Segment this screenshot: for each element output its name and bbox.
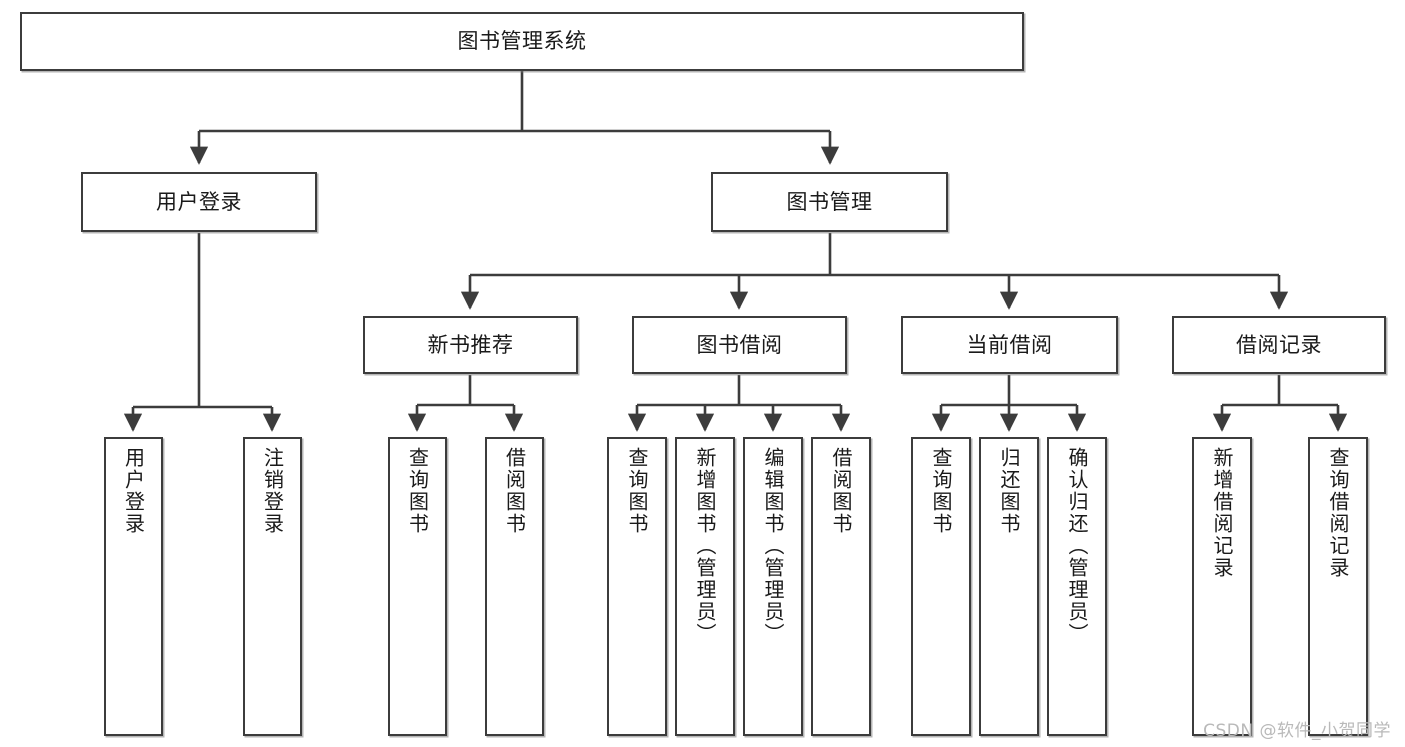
leaf-recommend-query-book[interactable]: 查询图书 [388, 437, 447, 736]
leaf-record-query-record-label: 查询借阅记录 [1326, 447, 1350, 579]
leaf-current-return-book[interactable]: 归还图书 [979, 437, 1039, 736]
node-current-borrow[interactable]: 当前借阅 [901, 316, 1118, 374]
node-user-login-label: 用户登录 [156, 189, 242, 214]
leaf-current-return-book-label: 归还图书 [997, 447, 1021, 535]
leaf-user-logout[interactable]: 注销登录 [243, 437, 302, 736]
leaf-recommend-borrow-book[interactable]: 借阅图书 [485, 437, 544, 736]
leaf-borrow-borrow-book[interactable]: 借阅图书 [811, 437, 871, 736]
leaf-user-logout-label: 注销登录 [260, 447, 285, 535]
leaf-borrow-edit-book-label: 编辑图书（管理员） [761, 447, 785, 645]
node-borrow-record[interactable]: 借阅记录 [1172, 316, 1386, 374]
leaf-record-query-record[interactable]: 查询借阅记录 [1308, 437, 1368, 736]
leaf-borrow-borrow-book-label: 借阅图书 [829, 447, 853, 535]
leaf-current-query-book[interactable]: 查询图书 [911, 437, 971, 736]
node-root[interactable]: 图书管理系统 [20, 12, 1024, 71]
leaf-borrow-query-book-label: 查询图书 [625, 447, 649, 535]
node-book-borrow[interactable]: 图书借阅 [632, 316, 847, 374]
leaf-recommend-borrow-book-label: 借阅图书 [502, 447, 527, 535]
node-new-book-recommend-label: 新书推荐 [427, 332, 514, 357]
node-root-label: 图书管理系统 [457, 29, 587, 54]
node-new-book-recommend[interactable]: 新书推荐 [363, 316, 578, 374]
csdn-watermark: CSDN @软件_小贺同学 [1203, 721, 1391, 741]
leaf-recommend-query-book-label: 查询图书 [405, 447, 430, 535]
leaf-record-add-record-label: 新增借阅记录 [1210, 447, 1234, 579]
node-current-borrow-label: 当前借阅 [966, 332, 1053, 357]
leaf-current-query-book-label: 查询图书 [929, 447, 953, 535]
leaf-user-login-label: 用户登录 [121, 447, 146, 535]
leaf-borrow-query-book[interactable]: 查询图书 [607, 437, 667, 736]
node-user-login[interactable]: 用户登录 [81, 172, 317, 232]
leaf-borrow-add-book-label: 新增图书（管理员） [693, 447, 717, 645]
leaf-borrow-add-book[interactable]: 新增图书（管理员） [675, 437, 735, 736]
leaf-borrow-edit-book[interactable]: 编辑图书（管理员） [743, 437, 803, 736]
node-borrow-record-label: 借阅记录 [1236, 332, 1322, 357]
node-book-borrow-label: 图书借阅 [696, 332, 783, 357]
leaf-record-add-record[interactable]: 新增借阅记录 [1192, 437, 1252, 736]
leaf-user-login[interactable]: 用户登录 [104, 437, 163, 736]
leaf-current-confirm-return[interactable]: 确认归还（管理员） [1047, 437, 1107, 736]
leaf-current-confirm-return-label: 确认归还（管理员） [1065, 447, 1089, 645]
node-book-manage-label: 图书管理 [786, 189, 873, 214]
node-book-manage[interactable]: 图书管理 [711, 172, 948, 232]
